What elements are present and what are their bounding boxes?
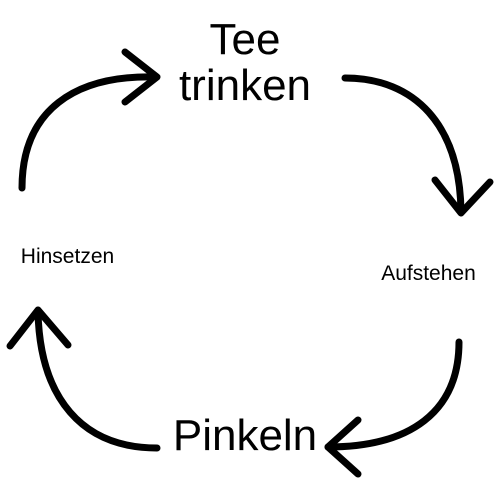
arrow-top-to-right-head	[431, 176, 494, 217]
arrow-bottom-to-left-shaft	[34, 308, 161, 452]
arrow-top-to-right-shaft	[341, 74, 465, 216]
arrow-left-to-top	[18, 48, 161, 192]
node-aufstehen: Aufstehen	[381, 262, 476, 285]
arrow-right-to-bottom-shaft	[324, 338, 463, 451]
arrow-left-to-top-head	[121, 48, 161, 106]
arrow-bottom-to-left-head	[6, 306, 72, 350]
node-pinkeln: Pinkeln	[172, 411, 318, 460]
arrow-left-to-top-shaft	[18, 73, 159, 192]
arrow-bottom-to-left	[6, 306, 161, 452]
arrow-right-to-bottom	[324, 338, 463, 478]
node-tee-trinken: Tee trinken	[165, 17, 325, 109]
node-hinsetzen: Hinsetzen	[20, 245, 115, 268]
arrow-top-to-right	[341, 74, 494, 217]
node-tee-trinken-line2: trinken	[178, 61, 312, 110]
node-tee-trinken-line1: Tee	[209, 15, 281, 64]
arrow-right-to-bottom-head	[324, 416, 362, 478]
